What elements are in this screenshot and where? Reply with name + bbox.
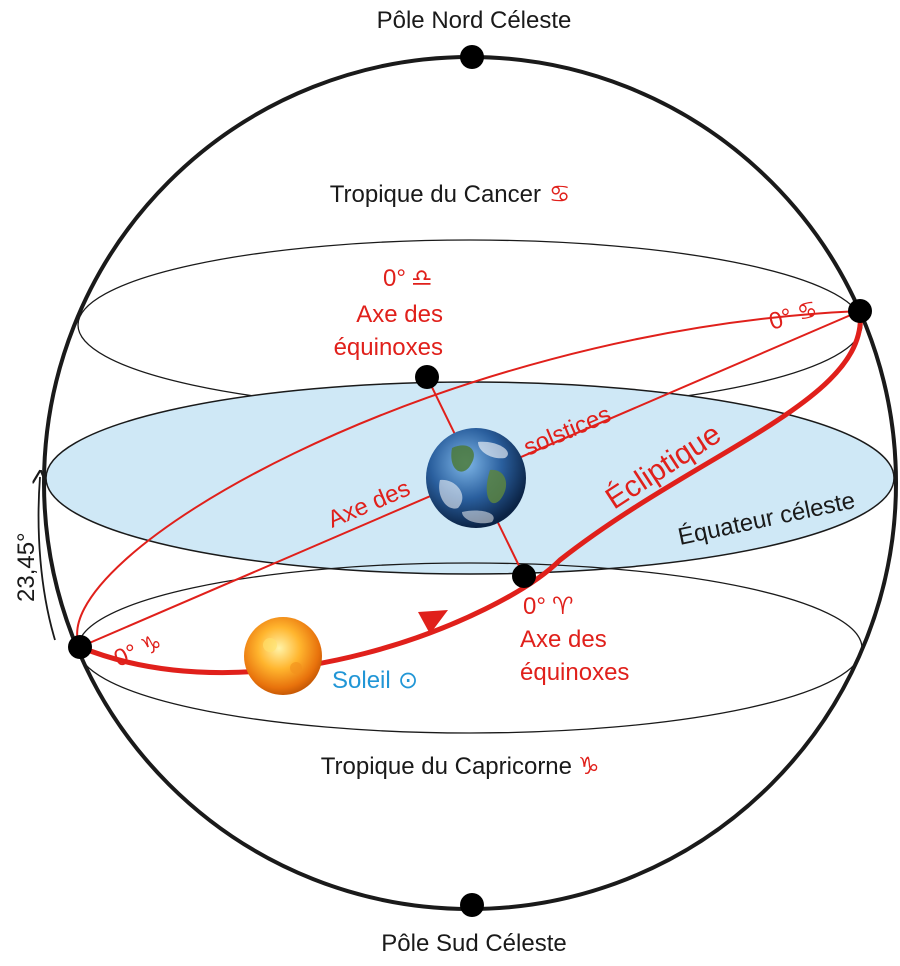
tropic-cancer-symbol: ♋: [549, 181, 571, 208]
tropic-cancer-label: Tropique du Cancer: [330, 181, 541, 208]
tilt-angle-arrow: [39, 477, 56, 641]
tilt-angle-label: 23,45°: [13, 532, 40, 602]
south-pole-label: Pôle Sud Céleste: [381, 930, 566, 957]
equinox-axis-bottom-line1: Axe des: [520, 626, 607, 653]
sun-symbol: ⊙: [398, 667, 418, 694]
cancer-solstice-point: [848, 299, 872, 323]
equinox-axis-top-line2: équinoxes: [334, 334, 443, 361]
sun-globe: [244, 617, 322, 695]
north-pole-label: Pôle Nord Céleste: [377, 7, 572, 34]
ecliptic-direction-arrow: [418, 610, 448, 634]
sun-label: Soleil: [332, 667, 391, 694]
aries-symbol: ♈: [552, 593, 574, 620]
capricorn-solstice-point: [68, 635, 92, 659]
cancer-degree-label: 0° ♋: [766, 296, 821, 336]
earth-globe: [426, 428, 526, 528]
aries-equinox-point: [512, 564, 536, 588]
equinox-axis-bottom-line2: équinoxes: [520, 659, 629, 686]
libra-equinox-point: [415, 365, 439, 389]
tropic-capricorn-symbol: ♑: [578, 753, 600, 780]
ecliptic-back-arc: [76, 310, 861, 648]
tropic-capricorn-circle: [77, 562, 863, 734]
libra-symbol: ♎: [411, 265, 433, 292]
equinox-axis-top-line1: Axe des: [356, 301, 443, 328]
north-pole-point: [460, 45, 484, 69]
libra-degree-label: 0°: [383, 265, 406, 292]
south-pole-point: [460, 893, 484, 917]
aries-degree-label: 0°: [523, 593, 546, 620]
tropic-capricorn-label: Tropique du Capricorne: [321, 753, 572, 780]
